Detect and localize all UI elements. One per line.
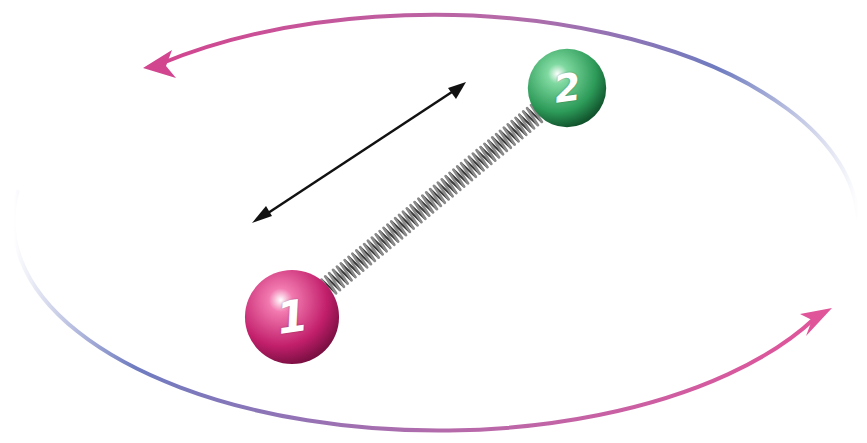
arrow-head: [448, 82, 466, 99]
arrow-head: [252, 206, 272, 223]
arrow-head: [143, 50, 176, 78]
rotation-arc: [13, 190, 815, 431]
callout-number: 2: [551, 67, 582, 108]
rotation-arc: [160, 15, 858, 220]
spring-connector: [321, 105, 545, 297]
callout-number: 1: [274, 293, 310, 341]
atom-ball: 2: [527, 48, 607, 128]
arrow-head: [800, 308, 832, 336]
atom-ball: 1: [244, 269, 340, 365]
